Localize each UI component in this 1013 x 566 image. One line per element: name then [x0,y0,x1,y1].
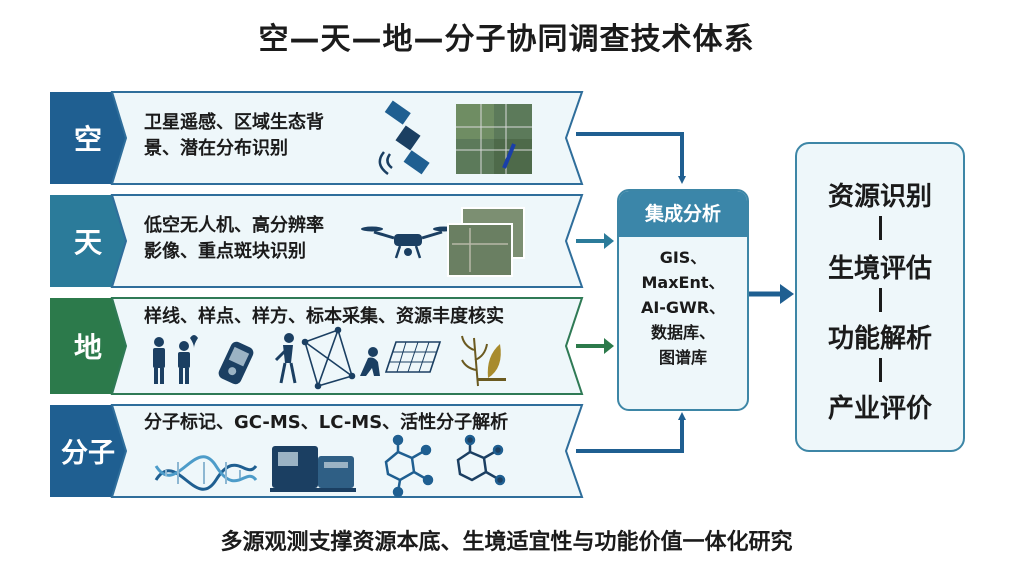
diagram-footer: 多源观测支撑资源本底、生境适宜性与功能价值一体化研究 [220,530,793,555]
integration-item: 数据库、 [650,323,715,342]
row-ground-tag-shape [50,298,126,394]
output-item-3: 功能解析 [827,324,932,354]
connector-molecular [576,412,686,453]
row-molecular-panel [110,404,584,498]
mass-spectrometer-icon [270,446,356,492]
row-molecular-tag-shape [50,405,126,497]
row-sky-tag-shape [50,92,126,184]
row-ground-tag: 地 [73,331,102,364]
output-separator [879,358,882,382]
drone-icon [361,226,455,259]
integration-item: GIS、 [659,248,707,267]
diagram-title: 空—天—地—分子协同调查技术体系 [258,22,755,57]
satellite-image-icon [456,104,532,174]
output-box: 资源识别 生境评估 功能解析 产业评价 [795,142,965,452]
output-separator [879,288,882,312]
row-molecular-line-1: 分子标记、GC-MS、LC-MS、活性分子解析 [144,412,509,433]
integration-item: AI-GWR、 [640,298,726,317]
integration-item: MaxEnt、 [641,273,725,292]
row-air-tag: 天 [73,226,102,259]
row-ground-line-1: 样线、样点、样方、标本采集、资源丰度核实 [144,306,504,327]
integration-item: 图谱库 [658,348,707,367]
output-separator [879,216,882,240]
row-sky-tag: 空 [73,123,102,156]
connector-output [747,284,794,304]
integration-items: GIS、 MaxEnt、 AI-GWR、 数据库、 图谱库 [619,237,747,370]
connector-ground [576,338,614,354]
row-air-tag-shape [50,195,126,287]
satellite-icon [378,100,430,176]
row-molecular-tag: 分子 [61,438,115,469]
aerial-image-icon [447,207,525,277]
output-item-2: 生境评估 [827,254,932,284]
row-molecular [50,404,584,498]
connector-air [576,233,614,249]
dna-icon [154,455,258,491]
gps-device-icon [218,341,254,385]
row-air-description: 低空无人机、高分辨率 影像、重点斑块识别 [144,213,324,265]
surveyor-icon [274,333,297,384]
output-item-1: 资源识别 [827,182,932,212]
molecule-icon [384,434,506,498]
row-sky-description: 卫星遥感、区域生态背 景、潜在分布识别 [144,110,324,162]
integration-box: 集成分析 GIS、 MaxEnt、 AI-GWR、 数据库、 图谱库 [617,189,749,411]
quadrat-icon [301,326,356,390]
survey-people-icon [153,335,198,384]
row-molecular-description: 分子标记、GC-MS、LC-MS、活性分子解析 [144,410,508,436]
row-air-line-1: 低空无人机、高分辨率 [144,215,324,236]
row-sky-line-2: 景、潜在分布识别 [144,138,288,159]
row-air-line-2: 影像、重点斑块识别 [144,241,306,262]
row-sky-line-1: 卫星遥感、区域生态背 [144,112,324,133]
output-item-4: 产业评价 [827,394,932,424]
quadrat-grid-icon [360,341,442,376]
connector-sky [576,132,686,184]
integration-title: 集成分析 [619,191,747,237]
row-ground-description: 样线、样点、样方、标本采集、资源丰度核实 [144,304,504,330]
specimen-icon [461,335,506,387]
